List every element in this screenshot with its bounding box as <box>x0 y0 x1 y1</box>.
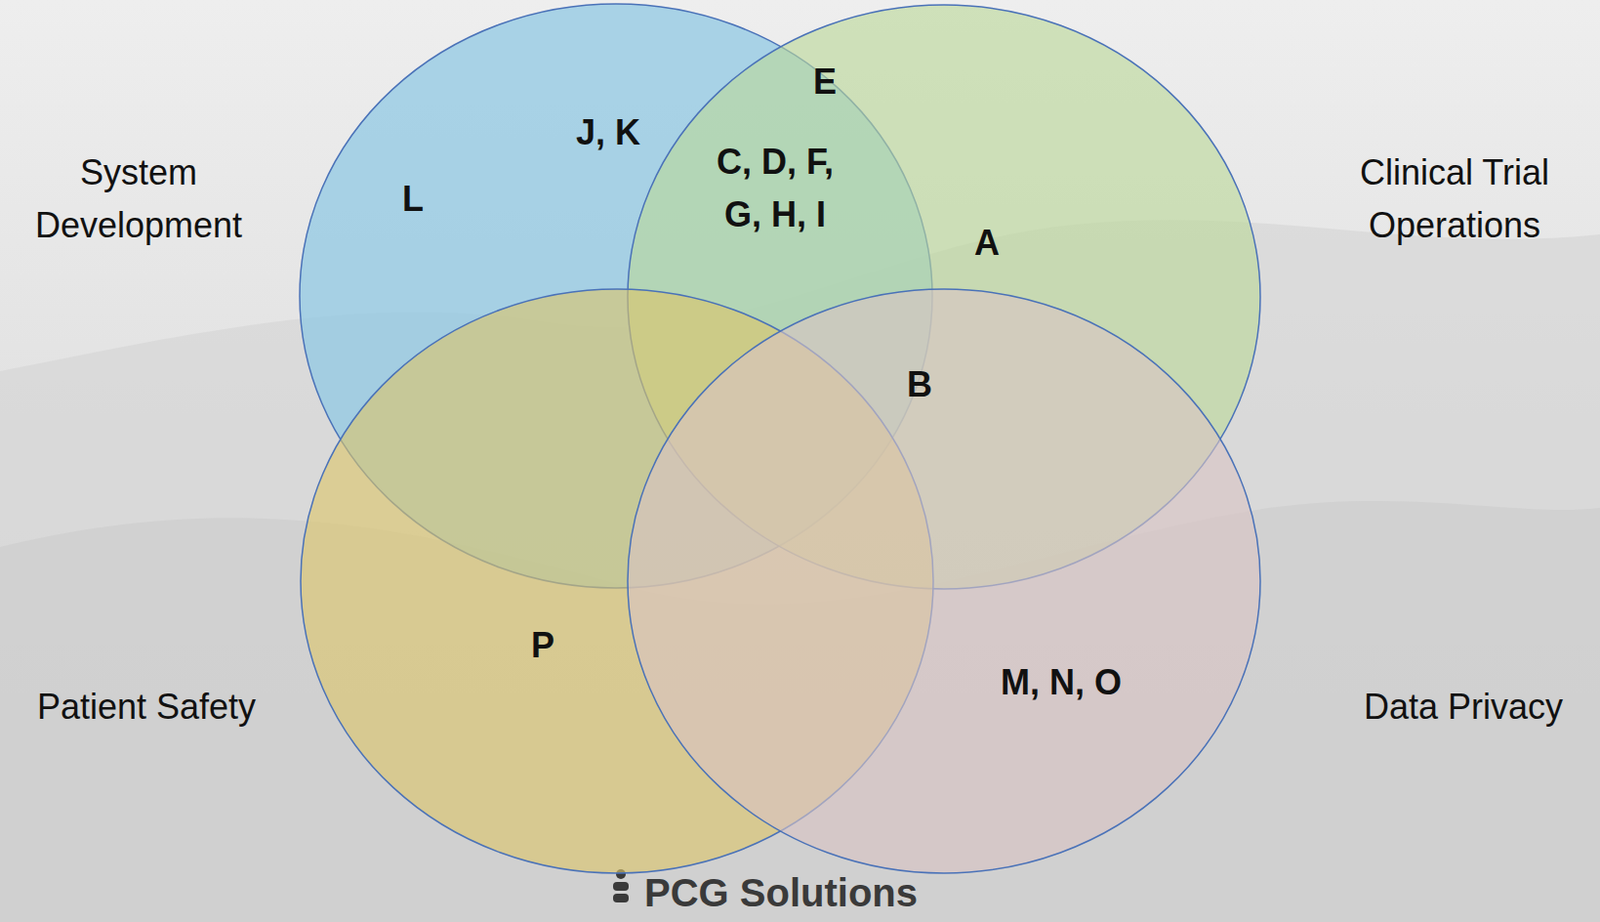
item-letters: C, D, F, G, H, I <box>695 135 857 242</box>
circle-heading: Data Privacy <box>1316 680 1600 734</box>
circle-heading: System Development <box>6 146 271 252</box>
background-hill <box>0 219 1600 922</box>
circle-heading: Clinical Trial Operations <box>1322 146 1587 252</box>
item-letters: E <box>785 55 864 109</box>
circle-outline <box>626 287 1262 874</box>
logo-icon <box>613 868 629 903</box>
item-letters: P <box>503 618 582 672</box>
item-letters: J, K <box>510 106 706 160</box>
item-letters: L <box>373 172 452 226</box>
circle-heading: Patient Safety <box>0 680 293 734</box>
venn-circle: Data Privacy <box>626 287 1262 874</box>
logo-text: PCG Solutions <box>624 872 938 912</box>
item-letters: B <box>880 358 959 411</box>
item-letters: M, N, O <box>943 656 1179 709</box>
item-letters: A <box>947 216 1026 270</box>
